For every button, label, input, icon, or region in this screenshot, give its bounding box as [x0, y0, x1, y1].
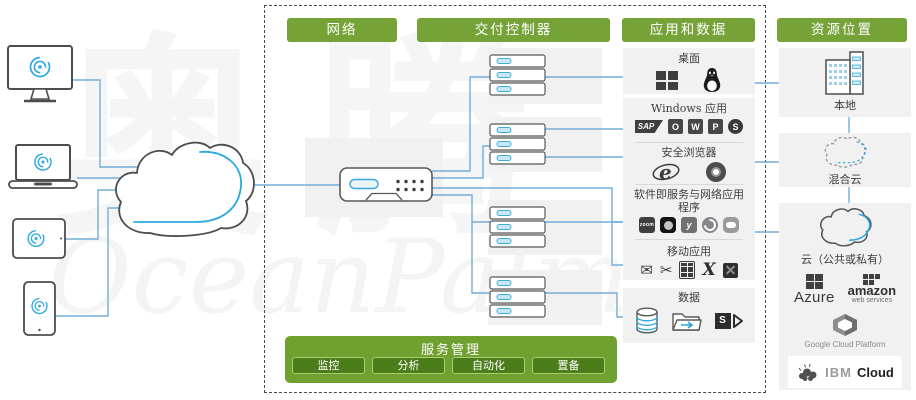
- service-analytics: 分析: [372, 357, 445, 374]
- azure-logo: Azure: [794, 274, 835, 306]
- line-monitor-cloud: [72, 79, 150, 168]
- section-data: 数据 S: [623, 288, 755, 343]
- server-stack-icon: [489, 54, 546, 96]
- gcp-hexagon-icon: [833, 314, 857, 336]
- server-stack-icon: [489, 276, 546, 318]
- resource-public-private-cloud: 云（公共或私有） Azure amazon web services Googl…: [779, 203, 911, 390]
- secure-browser-title: 安全浏览器: [661, 146, 717, 159]
- mobile-apps-title: 移动应用: [666, 245, 711, 258]
- header-network: 网络: [287, 18, 397, 42]
- x-app-icon: X: [702, 259, 716, 280]
- cloud-icon: [819, 208, 872, 247]
- chrome-icon: [706, 162, 726, 182]
- section-divider: [635, 239, 743, 240]
- gcp-label: Google Cloud Platform: [804, 340, 886, 349]
- word-icon: W: [688, 119, 703, 134]
- secure-mail-icon: ✉: [640, 260, 653, 279]
- adc-appliance-icon: [339, 167, 433, 202]
- aws-sub-label: web services: [851, 297, 893, 304]
- ibm-cloud-label: Cloud: [857, 364, 894, 380]
- header-resource-location: 资源位置: [777, 18, 907, 42]
- service-provisioning: 置备: [532, 357, 605, 374]
- device-laptop: [8, 144, 78, 189]
- windows-apps-title: Windows 应用: [651, 102, 727, 115]
- public-private-cloud-label: 云（公共或私有）: [801, 253, 889, 266]
- sharepoint-arrow-icon: [732, 313, 743, 328]
- zoom-app-icon: zoom: [639, 217, 655, 233]
- aws-cubes-icon: [863, 274, 881, 285]
- desktop-title: 桌面: [678, 52, 700, 65]
- section-mobile-apps: 移动应用 ✉ ✂ X: [640, 240, 738, 280]
- calculator-app-icon: [679, 261, 696, 279]
- internet-explorer-icon: e: [652, 161, 680, 183]
- azure-flag-icon: [805, 274, 823, 289]
- section-desktop: 桌面: [623, 48, 755, 94]
- windows-logo-icon: [656, 71, 678, 90]
- server-stack-icon: [489, 206, 546, 248]
- service-management-title: 服务管理: [420, 343, 481, 358]
- sharepoint-icon: S: [714, 312, 731, 329]
- network-cloud-icon: [115, 141, 255, 237]
- line-server4-data: [545, 292, 623, 318]
- section-saas: 软件即服务与网络应用程序 zoom y: [623, 185, 755, 239]
- database-icon: [635, 307, 658, 334]
- datacenter-building-icon: [825, 51, 864, 95]
- service-monitoring: 监控: [292, 357, 365, 374]
- concur-app-icon: [702, 217, 718, 233]
- section-windows-apps: Windows 应用 SAP O W P S: [635, 98, 743, 142]
- section-divider: [635, 142, 743, 143]
- local-label: 本地: [834, 99, 856, 112]
- section-divider: [635, 184, 743, 185]
- line-router-server34: [432, 194, 490, 294]
- yammer-app-icon: y: [681, 217, 697, 233]
- ibm-cloud-logo: IBM Cloud: [788, 356, 902, 388]
- section-apps-main: Windows 应用 SAP O W P S 安全浏览器 e 软件即服务与网络应…: [623, 98, 755, 280]
- hybrid-cloud-label: 混合云: [828, 173, 862, 186]
- skype-icon: S: [728, 119, 743, 134]
- ibm-dotted-cloud-icon: [798, 363, 817, 381]
- aws-logo: amazon web services: [848, 274, 896, 304]
- gcp-logo: Google Cloud Platform: [804, 313, 886, 349]
- device-phone: [23, 281, 56, 336]
- saas-title: 软件即服务与网络应用程序: [634, 188, 744, 214]
- amazon-label: amazon: [847, 283, 897, 298]
- ibm-label: IBM: [825, 364, 852, 380]
- outlook-icon: O: [668, 119, 683, 134]
- azure-label: Azure: [793, 289, 835, 306]
- resource-local: 本地: [779, 48, 911, 117]
- device-tablet: [12, 218, 66, 259]
- server-stacks: [489, 54, 546, 318]
- google-earth-app-icon: [660, 217, 676, 233]
- scissors-app-icon: ✂: [659, 260, 673, 279]
- file-share-folder-icon: [671, 312, 702, 331]
- x-box-app-icon: [722, 262, 738, 278]
- sap-logo-icon: SAP: [635, 120, 663, 133]
- linux-tux-icon: [703, 68, 721, 93]
- data-title: 数据: [678, 291, 700, 304]
- datacenter-boundary: [264, 5, 766, 393]
- line-router-server1: [432, 76, 490, 172]
- hybrid-cloud-icon: [824, 136, 867, 168]
- salesforce-app-icon: [723, 217, 739, 233]
- header-delivery-controller: 交付控制器: [417, 18, 610, 42]
- server-stack-icon: [489, 123, 546, 165]
- line-router-server2: [432, 145, 490, 179]
- resource-hybrid-cloud: 混合云: [779, 133, 911, 187]
- powerpoint-icon: P: [708, 119, 723, 134]
- header-apps-and-data: 应用和数据: [622, 18, 755, 42]
- section-secure-browser: 安全浏览器 e: [652, 143, 726, 184]
- service-automation: 自动化: [452, 357, 525, 374]
- device-monitor: [7, 45, 73, 103]
